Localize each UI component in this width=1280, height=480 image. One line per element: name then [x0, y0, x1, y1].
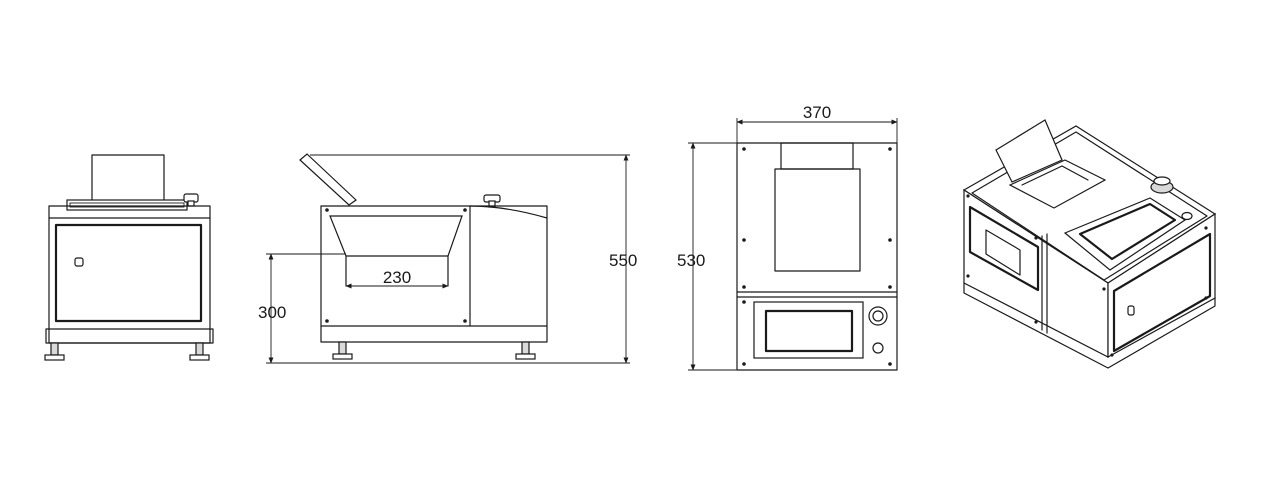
dimension-530: 530: [677, 142, 737, 371]
foot-stem: [338, 341, 347, 355]
feet: [44, 342, 210, 361]
dimension-550: 550: [310, 154, 637, 364]
foot-stem: [195, 342, 204, 356]
touchscreen-frame: [1063, 197, 1187, 271]
dimension-370: 370: [736, 103, 898, 143]
door-lock-icon: [1127, 305, 1135, 316]
hopper-opening: [1008, 159, 1107, 209]
dimension-300: 300: [258, 253, 535, 364]
base-plate: [963, 282, 1216, 369]
door-lock-icon: [74, 257, 84, 267]
emergency-stop-cap: [1153, 176, 1171, 186]
top-curve: [469, 205, 548, 219]
dimension-label: 230: [383, 268, 411, 287]
screws: [742, 147, 892, 366]
isometric-view: [962, 119, 1217, 369]
side-view: 230 300 550: [258, 153, 637, 364]
side-window-inner: [985, 229, 1021, 276]
hopper-opening: [774, 168, 861, 272]
feeder-slot: [69, 202, 185, 208]
paper-sheet: [91, 154, 165, 203]
dimension-230: 230: [345, 268, 449, 289]
base-plate: [45, 328, 214, 344]
foot-pad: [515, 353, 536, 360]
dimension-label: 370: [803, 103, 831, 122]
power-button-icon: [1181, 211, 1193, 221]
side-window: [968, 205, 1040, 292]
dimension-label: 300: [258, 303, 286, 322]
foot-stem: [521, 341, 530, 355]
dimension-label: 550: [609, 251, 637, 270]
front-door: [54, 223, 203, 323]
foot-pad: [189, 354, 210, 361]
front-view: [44, 154, 214, 361]
touchscreen-display: [1078, 202, 1177, 261]
machine-body: [320, 205, 548, 343]
machine-body: [48, 205, 211, 344]
feet: [332, 341, 536, 360]
touchscreen-display: [764, 309, 854, 353]
chute: [780, 142, 854, 170]
knob-stem: [187, 200, 195, 207]
dimension-label: 530: [677, 251, 705, 270]
foot-pad: [332, 353, 353, 360]
lid-flap: [995, 119, 1063, 183]
hopper-opening: [329, 215, 463, 257]
screws: [325, 208, 467, 323]
hopper-inner: [1021, 165, 1089, 186]
emergency-stop-inner: [872, 310, 884, 322]
feeder-tray: [66, 199, 188, 211]
top-view: 370 530: [677, 103, 898, 371]
side-door: [1112, 232, 1212, 353]
foot-stem: [50, 342, 59, 356]
foot-pad: [44, 354, 65, 361]
screws: [966, 194, 1208, 357]
lid-flap: [299, 153, 357, 206]
power-button-icon: [872, 342, 884, 354]
emergency-stop-icon: [868, 306, 888, 326]
